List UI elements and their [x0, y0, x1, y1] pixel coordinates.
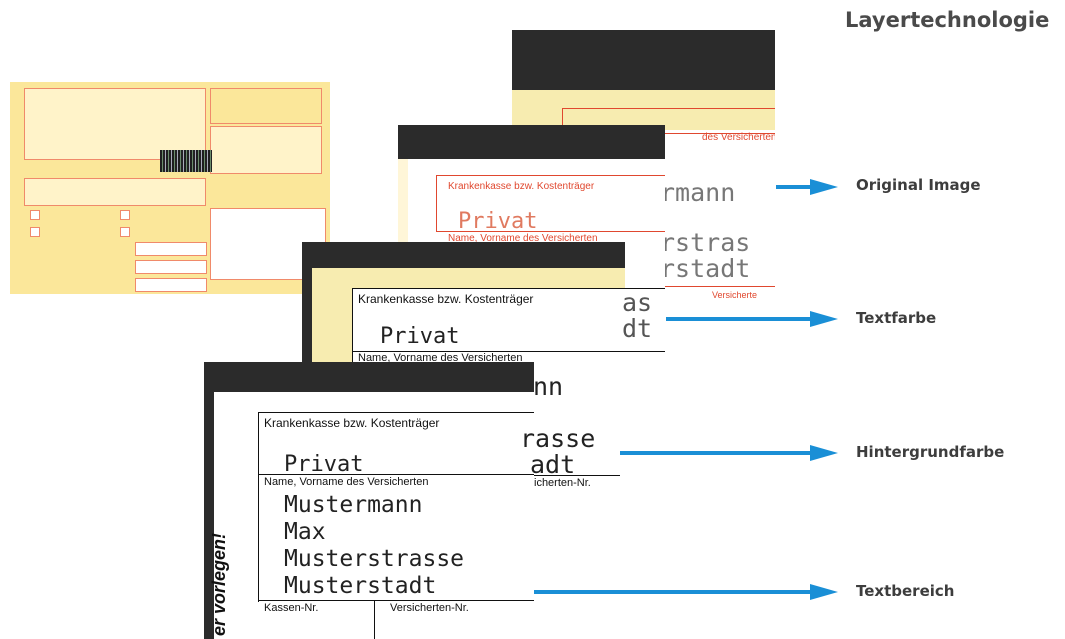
front-field-versicherten-nr: Versicherten-Nr. — [390, 602, 469, 614]
layer1-insurer-value: Privat — [380, 324, 460, 349]
layer1-field-name: Name, Vorname des Versicherten — [358, 352, 523, 362]
layer2-insurer-value: Privat — [458, 209, 538, 234]
layer2-partial-as: as — [622, 288, 653, 317]
label-hintergrundfarbe: Hintergrundfarbe — [856, 443, 1005, 461]
layer3-partial-mann: rmann — [660, 178, 736, 207]
layer2-field-insurer: Krankenkasse bzw. Kostenträger — [448, 181, 595, 192]
arrow-hintergrundfarbe — [620, 445, 838, 461]
layer-hintergrundfarbe: Krankenkasse bzw. Kostenträger Privat as… — [302, 242, 665, 362]
front-name-line4: Musterstadt — [284, 573, 437, 599]
layer3-partial-stadt: rstadt — [660, 254, 751, 283]
layer3-vers-header: des Versicherten — [702, 132, 775, 143]
front-name-line1: Mustermann — [284, 492, 423, 518]
original-form-thumbnail — [10, 82, 330, 294]
front-field-insurer: Krankenkasse bzw. Kostenträger — [264, 416, 440, 430]
barcode-graphic — [160, 150, 212, 172]
layer1-partial-versicherten: icherten-Nr. — [534, 477, 591, 489]
layer1-partial-rasse: rasse — [520, 424, 596, 453]
front-field-kassen-nr: Kassen-Nr. — [264, 602, 319, 614]
front-field-name: Name, Vorname des Versicherten — [264, 476, 429, 488]
front-name-line2: Max — [284, 519, 326, 545]
arrow-textbereich — [534, 584, 838, 600]
front-name-line3: Musterstrasse — [284, 546, 465, 572]
label-textfarbe: Textfarbe — [856, 309, 937, 327]
layer3-partial-strasse: rstras — [660, 228, 751, 257]
front-insurer-value: Privat — [284, 452, 364, 477]
page-title: Layertechnologie — [845, 8, 1050, 32]
layer-textbereich: Krankenkasse bzw. Kostenträger Privat Na… — [204, 362, 534, 639]
layer3-versicherte: Versicherte — [712, 290, 758, 300]
layer1-partial-nn: nn — [533, 372, 564, 401]
arrow-original-image — [776, 179, 838, 195]
layer1-field-insurer: Krankenkasse bzw. Kostenträger — [358, 292, 534, 306]
layer2-field-name: Name, Vorname des Versicherten — [448, 233, 598, 244]
label-textbereich: Textbereich — [856, 582, 955, 600]
front-vertical-text: er vorlegen! — [209, 532, 230, 637]
label-original-image: Original Image — [856, 176, 981, 194]
layer1-partial-adt: adt — [530, 450, 576, 479]
layer2-partial-dt: dt — [622, 314, 653, 343]
